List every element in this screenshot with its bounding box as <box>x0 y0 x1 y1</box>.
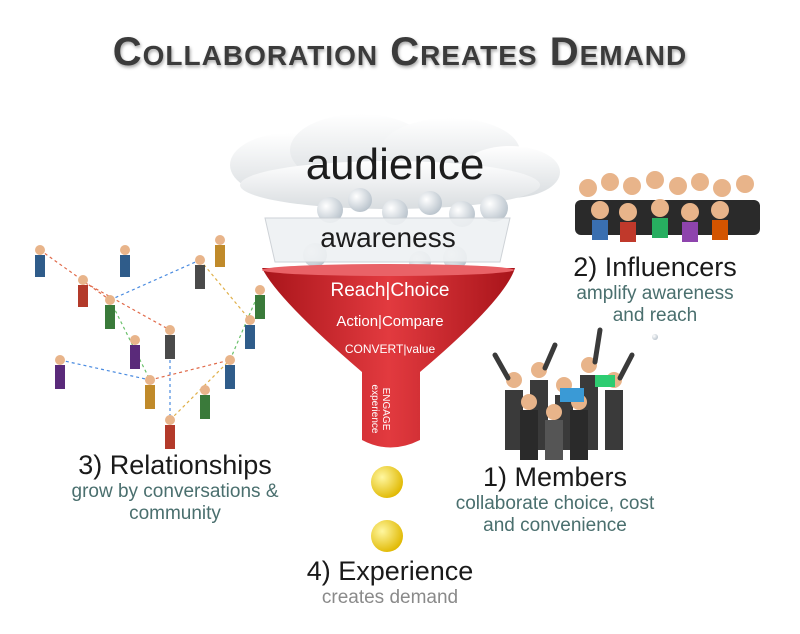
influencers-name: Influencers <box>604 252 737 282</box>
members-name: Members <box>514 462 628 492</box>
members-title: 1) Members <box>430 462 680 493</box>
audience-label: audience <box>305 140 485 189</box>
experience-title: 4) Experience <box>270 556 510 587</box>
page-title: Collaboration Creates Demand <box>112 30 688 74</box>
engage-word: ENGAGE <box>380 387 391 431</box>
experience-desc: creates demand <box>321 587 459 608</box>
relationships-number: 3) <box>78 450 103 480</box>
members-desc-line1: collaborate choice, cost <box>455 493 655 514</box>
relationships-label: 3) Relationships grow by conversations &… <box>40 450 310 525</box>
funnel-stage-convert-value: CONVERT|value <box>344 342 436 356</box>
relationships-desc-line1: grow by conversations & <box>71 481 279 502</box>
experience-number: 4) <box>306 556 331 586</box>
experience-label: 4) Experience creates demand <box>270 556 510 609</box>
influencers-crowd-illustration <box>575 171 760 242</box>
experience-word: experience <box>369 384 380 434</box>
red-funnel <box>262 268 515 448</box>
relationships-name: Relationships <box>109 450 272 480</box>
influencers-desc-line1: amplify awareness <box>576 283 734 304</box>
audience-cloud <box>230 114 560 209</box>
members-desc-line2: and convenience <box>483 515 627 536</box>
influencers-title: 2) Influencers <box>545 252 765 283</box>
relationships-desc-line2: community <box>129 503 221 524</box>
funnel-stage-reach-choice: Reach|Choice <box>330 280 450 301</box>
influencers-label: 2) Influencers amplify awareness and rea… <box>545 252 765 327</box>
relationships-title: 3) Relationships <box>40 450 310 481</box>
members-number: 1) <box>482 462 507 492</box>
members-label: 1) Members collaborate choice, cost and … <box>430 462 680 537</box>
funnel-stage-engage: ENGAGE experience <box>369 359 391 459</box>
drop-1 <box>371 466 403 498</box>
drop-2 <box>371 520 403 552</box>
influencers-desc-line2: and reach <box>612 305 698 326</box>
experience-name: Experience <box>338 556 474 586</box>
awareness-label: awareness <box>320 222 456 253</box>
relationships-people <box>35 235 265 449</box>
members-crowd-illustration <box>492 327 635 460</box>
influencers-number: 2) <box>573 252 598 282</box>
funnel-stage-action-compare: Action|Compare <box>336 313 444 330</box>
awareness-band <box>264 217 511 263</box>
